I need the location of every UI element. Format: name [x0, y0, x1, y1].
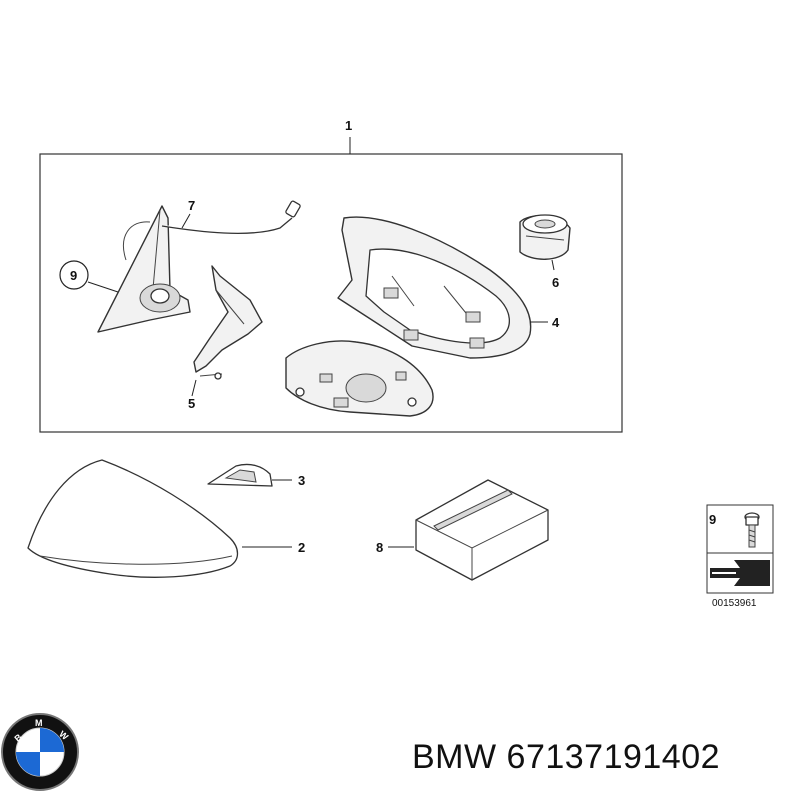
arrow-icon — [710, 560, 770, 586]
svg-text:M: M — [35, 718, 43, 728]
bmw-logo-icon: B M W — [1, 713, 79, 791]
callout-9b: 9 — [709, 512, 716, 527]
callout-2: 2 — [298, 540, 305, 555]
callout-7: 7 — [188, 198, 195, 213]
callout-3: 3 — [298, 473, 305, 488]
bracket-part — [193, 265, 263, 380]
mirror-base-part — [97, 200, 301, 333]
leader-7 — [181, 213, 191, 229]
callout-9: 9 — [70, 268, 77, 283]
motor-part — [519, 214, 571, 260]
callout-5: 5 — [188, 396, 195, 411]
screw-detail-panel — [706, 504, 774, 594]
callout-9-circle — [59, 260, 89, 290]
screw-icon — [744, 512, 760, 548]
callout-8: 8 — [376, 540, 383, 555]
housing-frame-part — [337, 216, 532, 359]
callout-4: 4 — [552, 315, 560, 330]
assembly-frame — [39, 153, 623, 433]
leader-9 — [87, 281, 119, 293]
carrier-plate-part — [285, 340, 434, 417]
small-cover-part — [207, 463, 273, 487]
leader-5 — [191, 379, 197, 397]
mirror-cap-part — [27, 459, 239, 578]
callout-6: 6 — [552, 275, 559, 290]
box-part — [415, 479, 549, 581]
leader-6 — [551, 259, 555, 271]
svg-text:B: B — [12, 732, 24, 744]
part-number-caption: BMW 67137191402 — [412, 738, 721, 776]
diagram-ref: 00153961 — [712, 598, 757, 609]
callout-1: 1 — [345, 118, 352, 133]
